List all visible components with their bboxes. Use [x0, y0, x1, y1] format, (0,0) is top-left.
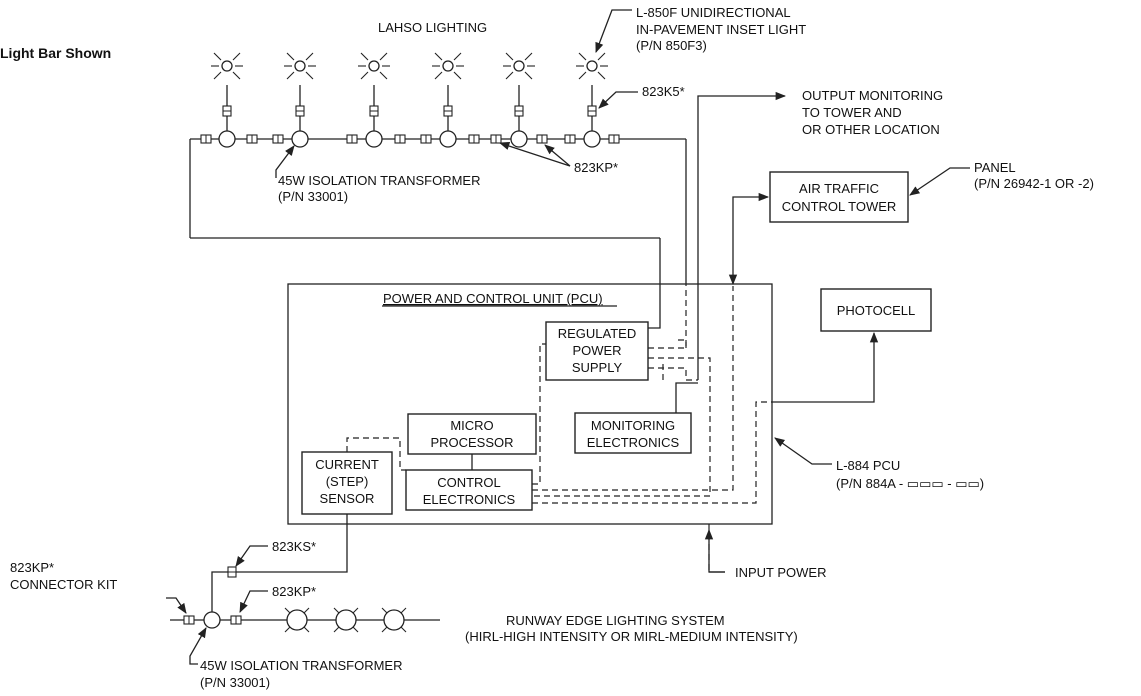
- series-connector: [272, 134, 284, 144]
- monitor-label-line2: ELECTRONICS: [587, 435, 680, 450]
- k823kp-top-label: 823KP*: [574, 160, 618, 175]
- input-power-label: INPUT POWER: [735, 565, 827, 580]
- runway-label-line1: RUNWAY EDGE LIGHTING SYSTEM: [506, 613, 725, 628]
- series-connector: [200, 134, 212, 144]
- control-electronics-block: [405, 469, 533, 511]
- runway-label-line2: (HIRL-HIGH INTENSITY OR MIRL-MEDIUM INTE…: [465, 629, 798, 644]
- regulated-power-supply-block: [545, 321, 649, 381]
- current-label-line2: (STEP): [326, 474, 369, 489]
- iso-top-label-line1: 45W ISOLATION TRANSFORMER: [278, 173, 481, 188]
- connector-kit-label-line1: 823KP*: [10, 560, 54, 575]
- current-step-sensor-block: [301, 451, 393, 515]
- air-traffic-control-tower-block: [769, 171, 909, 223]
- output-monitoring-line1: OUTPUT MONITORING: [802, 88, 943, 103]
- current-label-line1: CURRENT: [315, 457, 379, 472]
- rps-label-line3: SUPPLY: [572, 360, 623, 375]
- runway-edge-light: [280, 607, 314, 633]
- lahso-light-station: [357, 52, 391, 148]
- series-connector: [490, 134, 502, 144]
- series-connector: [420, 134, 432, 144]
- lahso-light-station: [502, 52, 536, 148]
- panel-label-line2: (P/N 26942-1 OR -2): [974, 176, 1094, 191]
- runway-connector: [230, 615, 242, 625]
- iso-top-label-line2: (P/N 33001): [278, 189, 348, 204]
- atc-label-line2: CONTROL TOWER: [782, 199, 897, 214]
- series-connector: [468, 134, 480, 144]
- output-monitoring-line3: OR OTHER LOCATION: [802, 122, 940, 137]
- l850f-label-line1: L-850F UNIDIRECTIONAL: [636, 5, 791, 20]
- iso-bottom-label-line2: (P/N 33001): [200, 675, 270, 690]
- series-connector: [346, 134, 358, 144]
- series-connector: [564, 134, 576, 144]
- k823ks-label: 823KS*: [272, 539, 316, 554]
- atc-label-line1: AIR TRAFFIC: [799, 181, 879, 196]
- lahso-light-station: [210, 52, 244, 148]
- step-sensor-connector: [227, 566, 237, 578]
- caption-fragment: Light Bar Shown: [0, 45, 111, 61]
- rps-label-line1: REGULATED: [558, 326, 637, 341]
- l884-label-line2: (P/N 884A - ▭▭▭ - ▭▭): [836, 476, 984, 491]
- control-label-line1: CONTROL: [437, 475, 501, 490]
- panel-label-line1: PANEL: [974, 160, 1016, 175]
- monitoring-electronics-block: [574, 412, 692, 454]
- lahso-lighting-label: LAHSO LIGHTING: [378, 20, 487, 35]
- rps-label-line2: POWER: [572, 343, 621, 358]
- l850f-label-line2: IN-PAVEMENT INSET LIGHT: [636, 22, 806, 37]
- l850f-label-line3: (P/N 850F3): [636, 38, 707, 53]
- micro-label-line2: PROCESSOR: [430, 435, 513, 450]
- lahso-light-station: [575, 52, 609, 148]
- control-label-line2: ELECTRONICS: [423, 492, 516, 507]
- pcu-title: POWER AND CONTROL UNIT (PCU): [383, 291, 603, 306]
- iso-bottom-label-line1: 45W ISOLATION TRANSFORMER: [200, 658, 403, 673]
- runway-connector: [183, 615, 195, 625]
- series-connector: [536, 134, 548, 144]
- series-connector: [608, 134, 620, 144]
- output-monitoring-line2: TO TOWER AND: [802, 105, 902, 120]
- k823kp-bottom-label: 823KP*: [272, 584, 316, 599]
- k823k5-label: 823K5*: [642, 84, 685, 99]
- runway-edge-light: [377, 607, 411, 633]
- lahso-light-station: [431, 52, 465, 148]
- photocell-label: PHOTOCELL: [837, 303, 916, 318]
- current-label-line3: SENSOR: [320, 491, 375, 506]
- monitor-label-line1: MONITORING: [591, 418, 675, 433]
- connector-kit-label-line2: CONNECTOR KIT: [10, 577, 117, 592]
- series-connector: [394, 134, 406, 144]
- l884-label-line1: L-884 PCU: [836, 458, 900, 473]
- micro-label-line1: MICRO: [450, 418, 493, 433]
- series-connector: [246, 134, 258, 144]
- runway-edge-light: [329, 607, 363, 633]
- photocell-block: [820, 288, 932, 332]
- pcu-enclosure: [287, 283, 773, 525]
- lahso-light-station: [283, 52, 317, 148]
